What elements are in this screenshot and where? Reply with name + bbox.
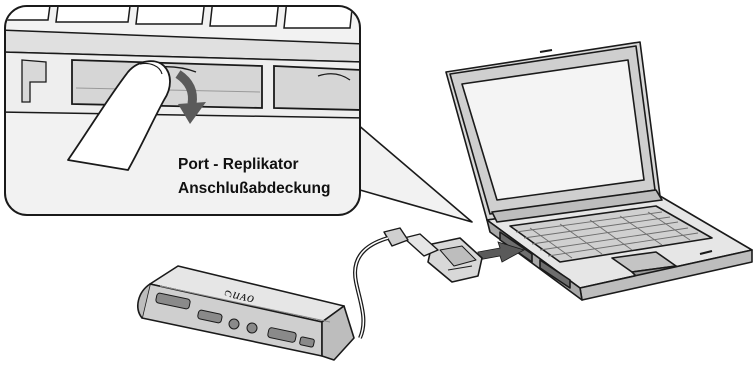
callout-label-line1: Port - Replikator xyxy=(178,153,330,177)
port-replicator: ᴒᴎᴀᴏ xyxy=(138,266,354,360)
callout-pointer xyxy=(350,118,472,222)
connector-cable xyxy=(355,228,482,338)
callout-label: Port - Replikator Anschlußabdeckung xyxy=(178,153,330,201)
laptop xyxy=(446,42,752,300)
callout-label-line2: Anschlußabdeckung xyxy=(178,177,330,201)
